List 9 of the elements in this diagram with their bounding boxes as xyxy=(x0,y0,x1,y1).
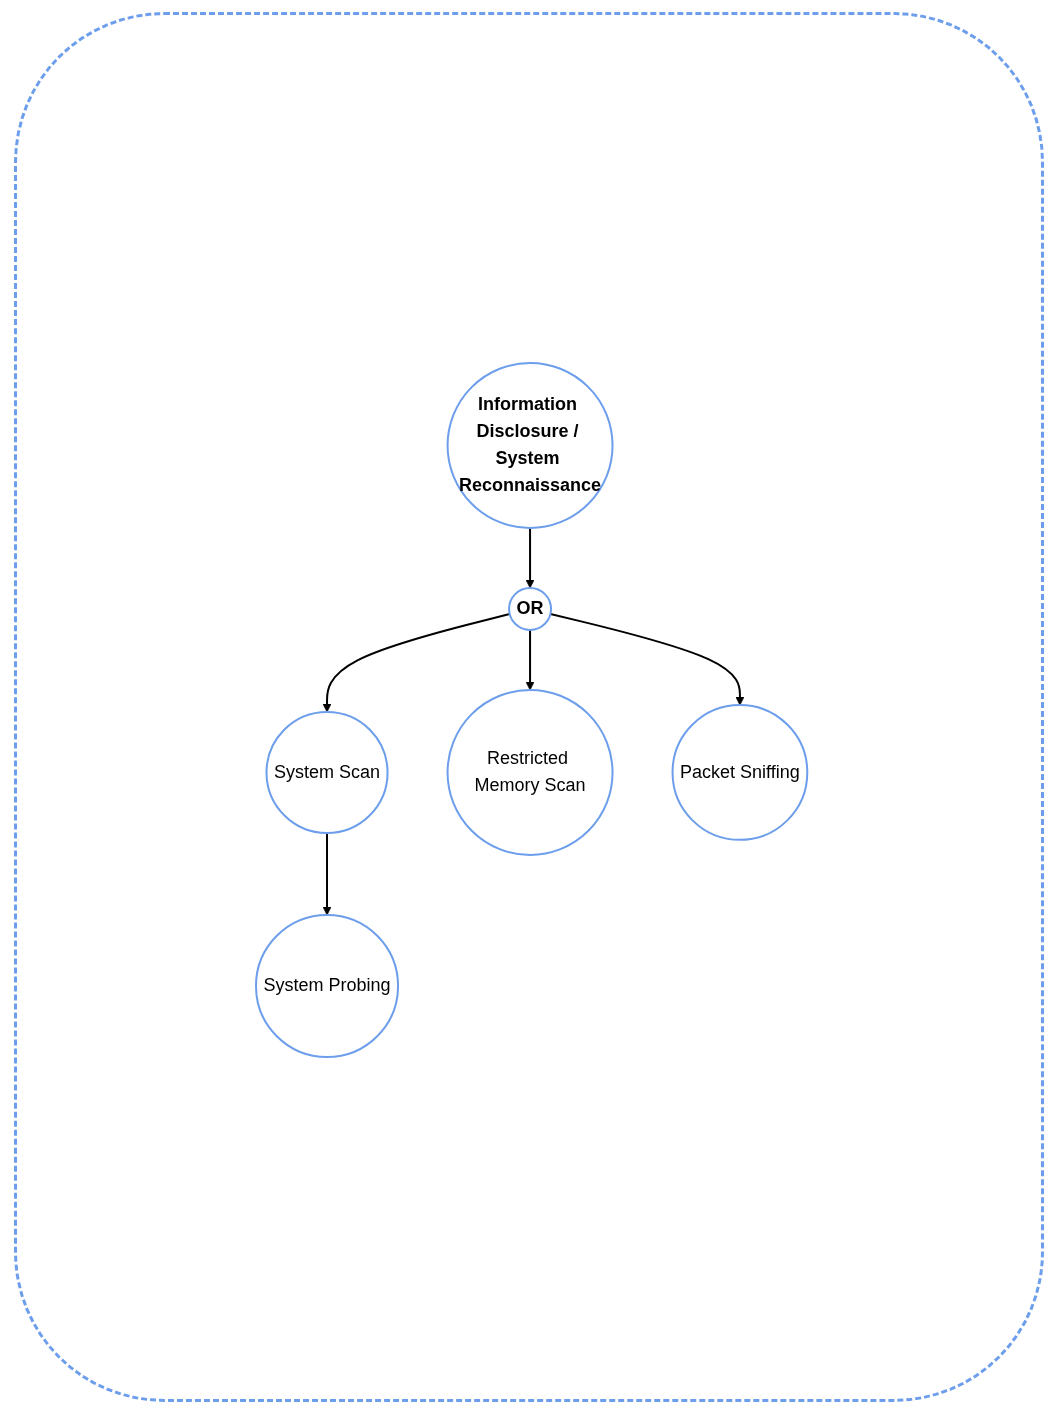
node-circle: Packet Sniffing xyxy=(671,704,809,841)
node-circle: Information Disclosure / System Reconnaissance xyxy=(446,361,614,529)
node-circle: System Probing xyxy=(254,913,399,1059)
node-circle: System Scan xyxy=(265,710,389,834)
arrow xyxy=(525,526,535,589)
node-circle: OR xyxy=(507,586,552,631)
arrow xyxy=(525,628,535,691)
node-circle: Restricted Memory Scan xyxy=(446,688,614,856)
arrow xyxy=(322,832,332,916)
